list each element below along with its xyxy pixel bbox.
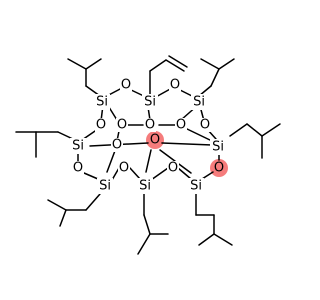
atom-label-background — [199, 118, 211, 132]
atom-o: O — [118, 161, 130, 176]
highlight-group — [146, 131, 228, 177]
atom-si: Si — [142, 94, 158, 110]
bond — [85, 58, 102, 70]
atom-si-label: Si — [193, 95, 205, 110]
bond — [229, 123, 248, 137]
atom-o-label: O — [96, 118, 106, 133]
atom-label-background — [188, 178, 204, 194]
atom-label-background — [94, 94, 110, 110]
bond — [67, 58, 87, 70]
atom-si: Si — [191, 94, 207, 110]
atom-o: O — [111, 138, 123, 153]
atom-label-background — [167, 161, 179, 175]
bond — [201, 171, 214, 180]
atom-si-label: Si — [212, 140, 224, 155]
atom-o: O — [175, 118, 187, 133]
bond — [168, 55, 188, 68]
bond — [137, 233, 151, 255]
atom-si: Si — [137, 178, 153, 194]
bond — [149, 59, 167, 72]
atom-si-label: Si — [72, 139, 84, 154]
atom-o: O — [199, 118, 211, 133]
atom-label-background — [210, 139, 226, 155]
bond — [198, 233, 215, 246]
atom-label-background — [142, 94, 158, 110]
atom-label-background — [116, 118, 128, 132]
bond — [218, 58, 235, 70]
bond — [150, 167, 169, 181]
atom-label-background — [97, 178, 113, 194]
bond — [83, 172, 99, 180]
atom-si-label: Si — [144, 95, 156, 110]
atom-o-label: O — [73, 161, 83, 176]
atom-label-background — [144, 118, 156, 132]
atom-o-label: O — [176, 118, 186, 133]
atom-label-background — [95, 118, 107, 132]
atom-o: O — [120, 78, 132, 93]
atom-label-background — [70, 138, 86, 154]
atom-label-layer: Si O Si O Si O O O — [70, 78, 226, 194]
bond — [161, 142, 213, 146]
bond — [200, 58, 220, 70]
atom-o-label: O — [117, 118, 127, 133]
atom-label-background — [169, 78, 181, 92]
bond-layer — [15, 55, 281, 255]
atom-o-highlighted-label: O — [214, 161, 224, 176]
atom-si-label: Si — [96, 95, 108, 110]
highlight-oxygen-bridge — [146, 131, 164, 149]
bond — [85, 193, 101, 211]
atom-label-background — [118, 161, 130, 175]
atom-o-label: O — [145, 118, 155, 133]
atom-label-background — [120, 78, 132, 92]
atom-o-label: O — [170, 78, 180, 93]
atom-o: O — [72, 161, 84, 176]
bond — [111, 167, 120, 181]
atom-si-label: Si — [139, 179, 151, 194]
bond — [143, 214, 151, 235]
atom-si: Si — [70, 138, 86, 154]
atom-o: O — [167, 161, 179, 176]
bond — [47, 199, 67, 211]
atom-o-highlighted-label: O — [150, 133, 160, 148]
atom-o: O — [95, 118, 107, 133]
bond — [177, 167, 192, 180]
atom-o-label: O — [200, 118, 210, 133]
bond — [129, 167, 141, 180]
atom-o: O — [144, 118, 156, 133]
atom-o: O — [116, 118, 128, 133]
atom-o-label: O — [119, 161, 129, 176]
atom-si: Si — [210, 139, 226, 155]
bond — [246, 123, 263, 137]
highlight-oxygen-right — [210, 159, 228, 177]
bond — [210, 68, 220, 87]
atom-o-label: O — [112, 138, 122, 153]
bond — [261, 123, 281, 137]
atom-si-label: Si — [99, 179, 111, 194]
atom-label-background — [137, 178, 153, 194]
atom-o: O — [169, 78, 181, 93]
atom-si: Si — [94, 94, 110, 110]
bond — [213, 233, 233, 246]
bond — [59, 209, 67, 227]
bond — [145, 149, 152, 173]
atom-si-label: Si — [190, 179, 202, 194]
atom-o-label: O — [121, 78, 131, 93]
bond — [184, 127, 213, 142]
bond — [165, 59, 185, 72]
atom-label-background — [72, 161, 84, 175]
atom-label-background — [191, 94, 207, 110]
molecule-structure-canvas: Si O Si O Si O O O — [15, 55, 281, 255]
atom-si: Si — [97, 178, 113, 194]
atom-si: Si — [188, 178, 204, 194]
atom-label-background — [111, 138, 123, 152]
atom-o-label: O — [168, 161, 178, 176]
atom-label-background — [175, 118, 187, 132]
